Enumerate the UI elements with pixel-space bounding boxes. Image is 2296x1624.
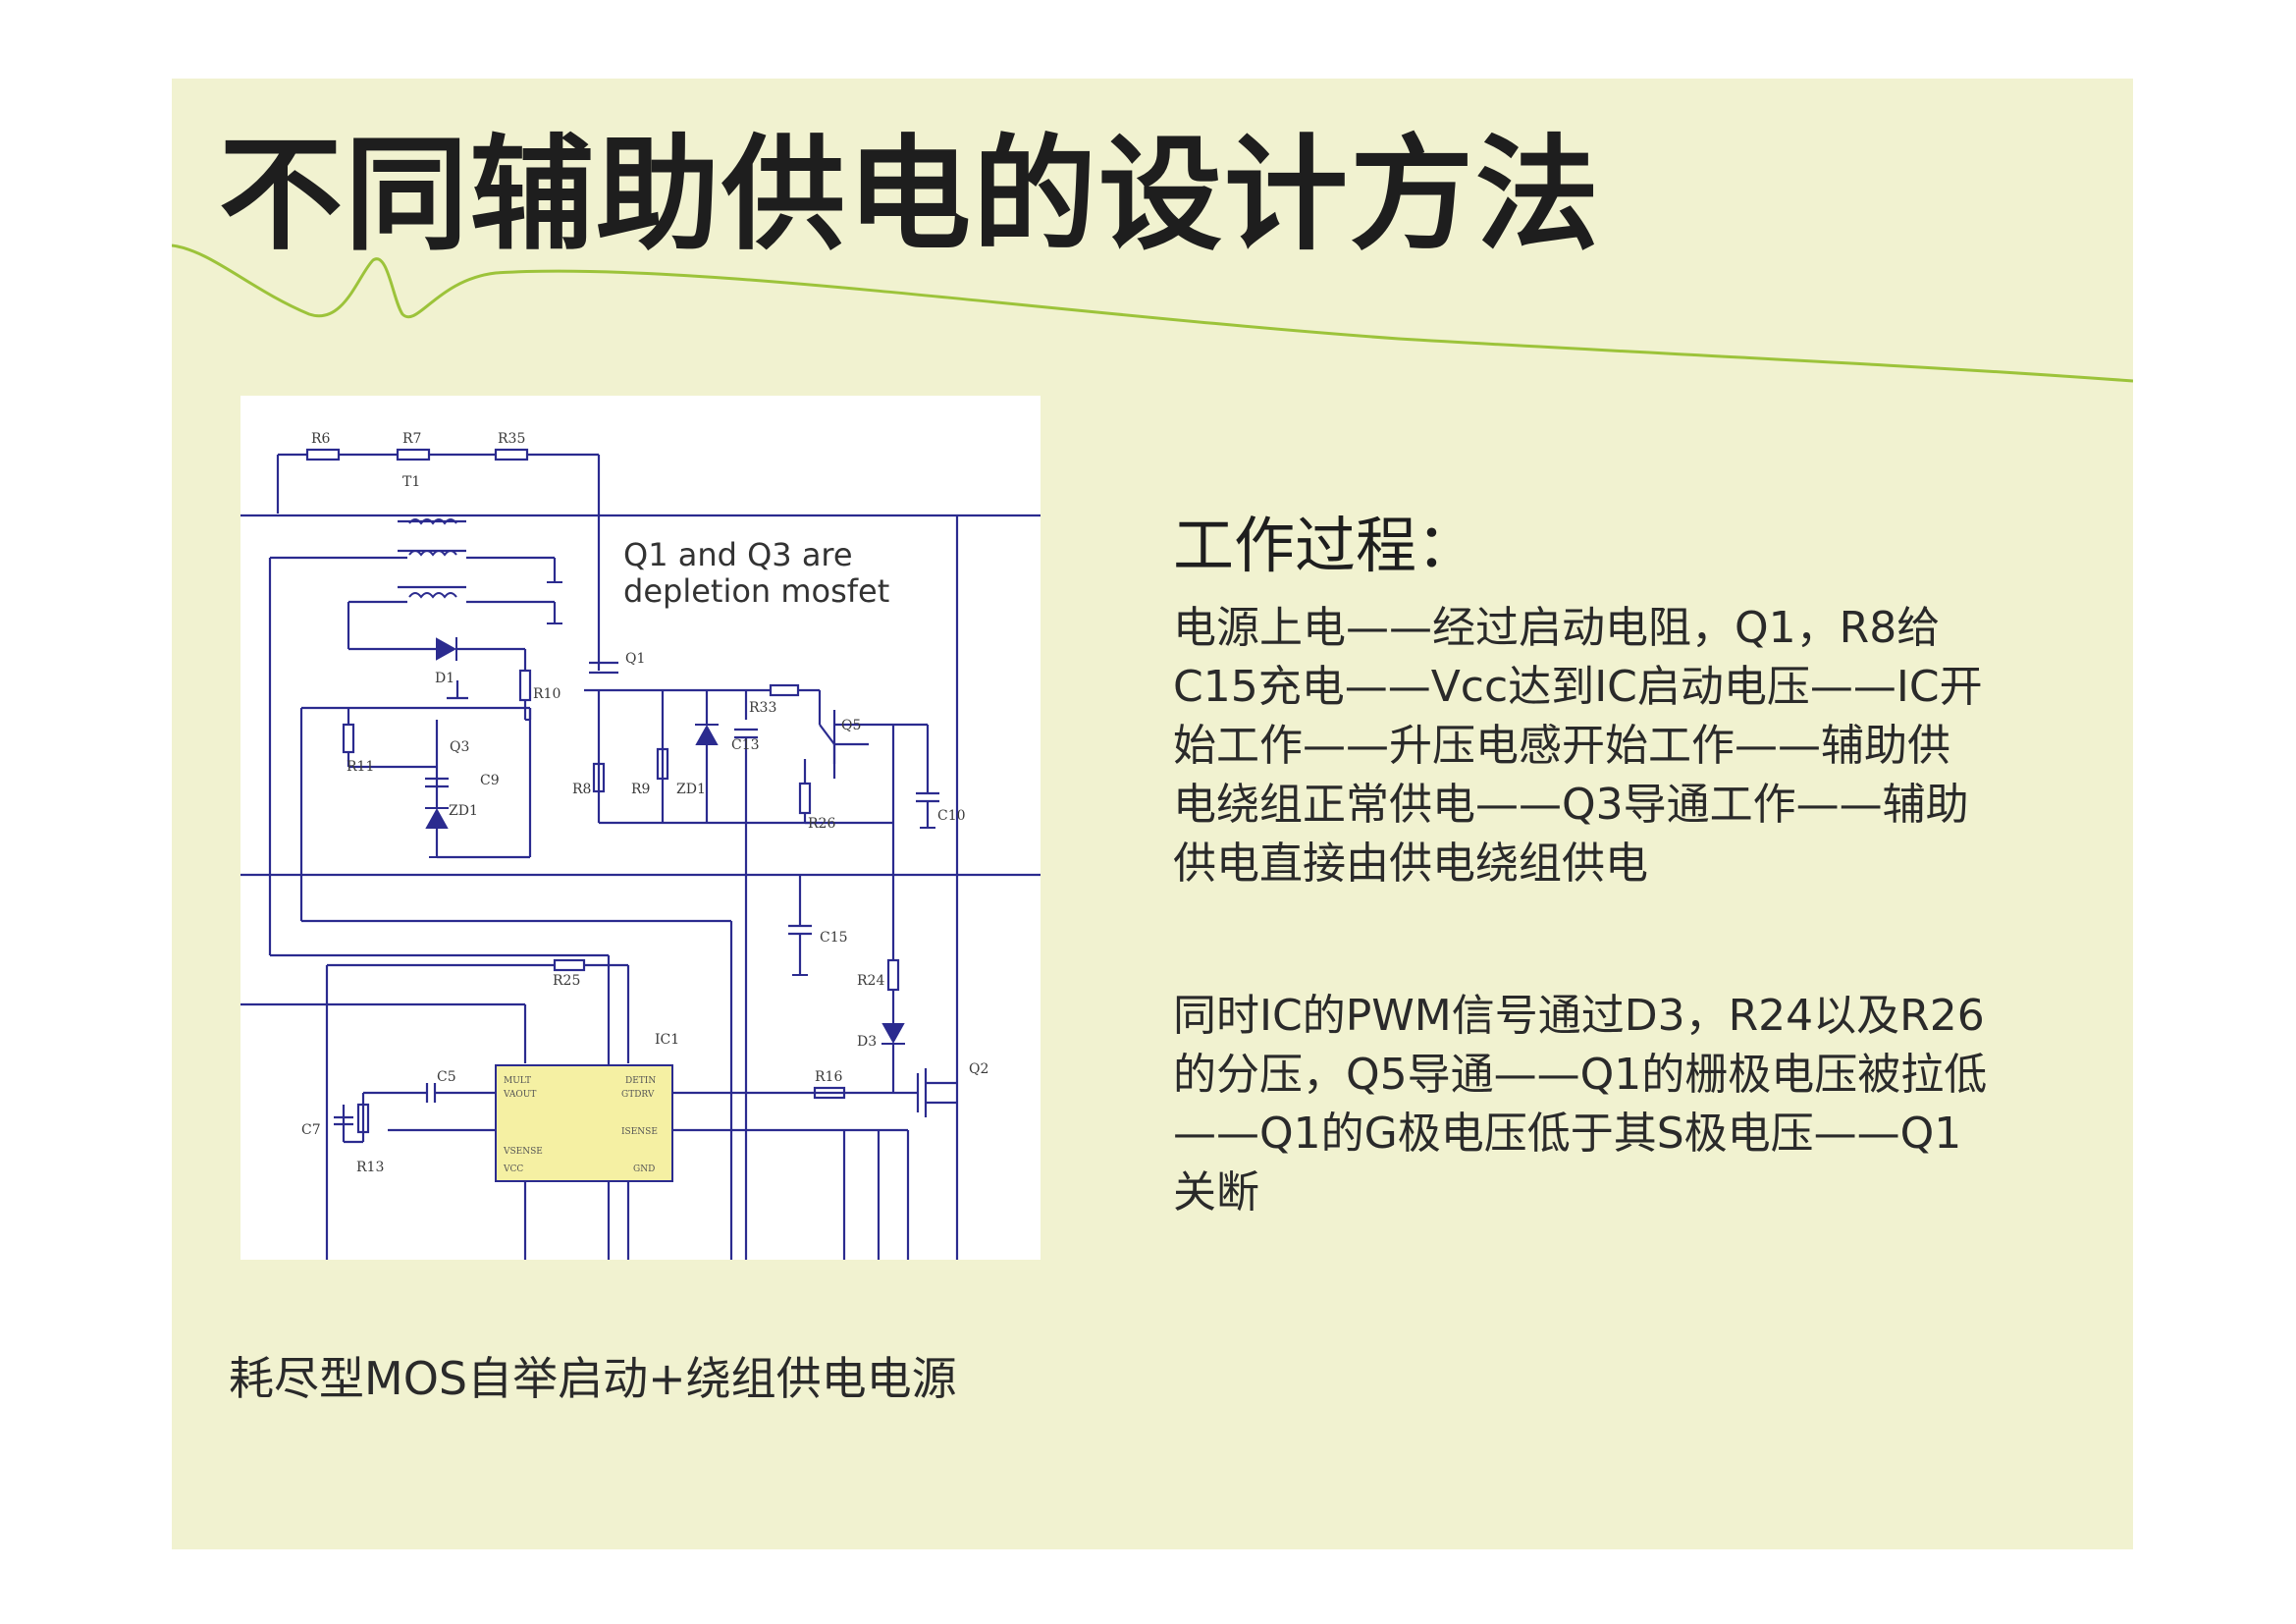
label-r33: R33 [749, 700, 776, 716]
label-zd1a: ZD1 [449, 803, 478, 819]
label-r7: R7 [402, 431, 421, 447]
label-r16: R16 [815, 1069, 842, 1085]
ic-pin-vaout: VAOUT [503, 1090, 536, 1100]
circuit-schematic: Q1 and Q3 are depletion mosfet R6 R7 R35… [240, 396, 1041, 1260]
label-c7: C7 [301, 1122, 321, 1138]
label-c9: C9 [480, 773, 500, 788]
label-q1: Q1 [625, 651, 645, 667]
label-t1: T1 [402, 474, 420, 490]
section-heading: 工作过程： [1173, 510, 1478, 581]
label-r8: R8 [572, 782, 591, 797]
ic-pin-mult: MULT [504, 1076, 531, 1086]
label-r35: R35 [498, 431, 525, 447]
figure-caption: 耗尽型MOS自举启动+绕组供电电源 [229, 1352, 957, 1405]
label-q3: Q3 [450, 739, 469, 755]
label-zd1b: ZD1 [676, 782, 706, 797]
ic-pin-isense: ISENSE [621, 1127, 658, 1137]
label-q5: Q5 [841, 718, 861, 733]
slide-title: 不同辅助供电的设计方法 [219, 123, 1601, 267]
label-r10: R10 [533, 686, 561, 702]
schematic-note-line1: Q1 and Q3 are [623, 536, 853, 573]
label-r26: R26 [808, 816, 835, 832]
label-c13: C13 [731, 737, 760, 753]
label-c5: C5 [437, 1069, 456, 1085]
label-ic1: IC1 [655, 1032, 679, 1048]
process-paragraph-2: 同时IC的PWM信号通过D3，R24以及R26的分压，Q5导通——Q1的栅极电压… [1173, 991, 1988, 1218]
ic-pin-gnd: GND [633, 1164, 655, 1174]
ic-pin-gtdrv: GTDRV [621, 1090, 655, 1100]
label-r9: R9 [631, 782, 650, 797]
label-r6: R6 [311, 431, 331, 447]
label-r11: R11 [347, 759, 374, 775]
label-r13: R13 [356, 1160, 384, 1175]
label-r24: R24 [857, 973, 884, 989]
ic-pin-vcc: VCC [503, 1164, 523, 1174]
ic-pin-detin: DETIN [625, 1076, 656, 1086]
label-d1: D1 [435, 671, 454, 686]
ic-pin-vsense: VSENSE [503, 1147, 543, 1157]
label-d3: D3 [857, 1034, 877, 1050]
label-q2: Q2 [969, 1061, 988, 1077]
schematic-note-line2: depletion mosfet [623, 572, 889, 610]
label-c10: C10 [937, 808, 966, 824]
process-paragraph-1: 电源上电——经过启动电阻，Q1，R8给C15充电——Vcc达到IC启动电压——I… [1173, 603, 1983, 889]
label-c15: C15 [820, 930, 848, 946]
decorative-wave [172, 244, 2133, 383]
slide: 不同辅助供电的设计方法 [172, 79, 2133, 1549]
label-r25: R25 [553, 973, 580, 989]
